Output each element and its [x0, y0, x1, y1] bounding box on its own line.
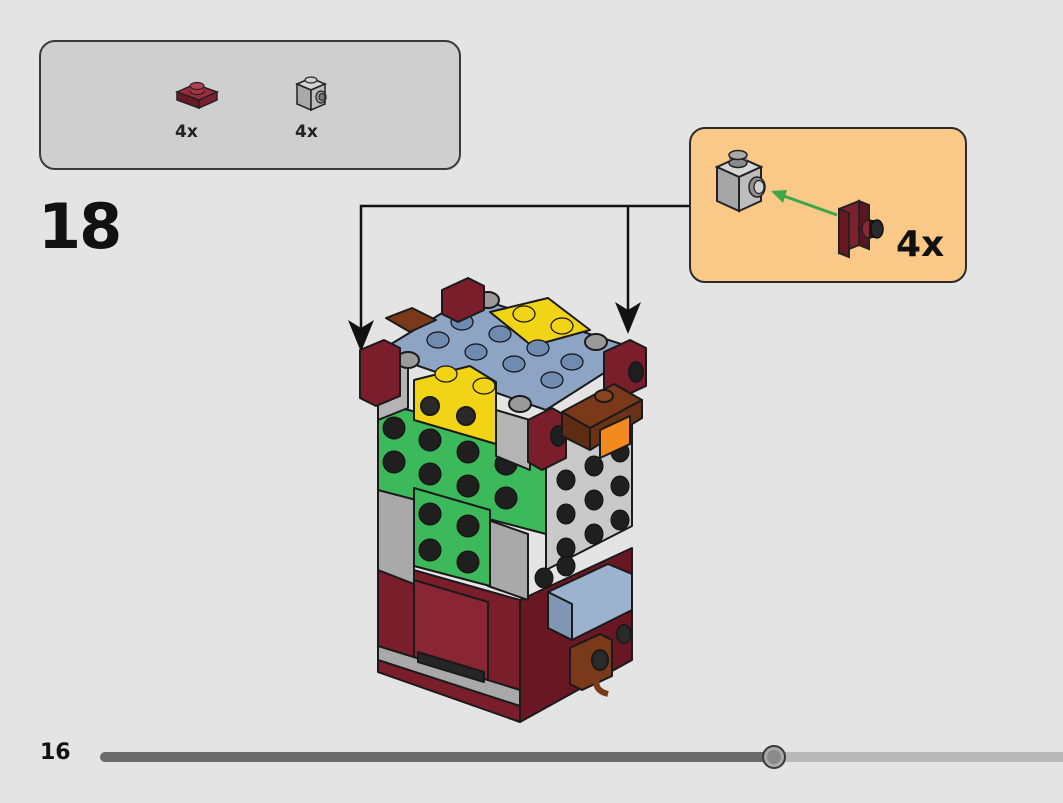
- part-quantity: 4x: [295, 122, 318, 142]
- dark-red-plate-1x1-icon: [174, 81, 220, 110]
- dark-red-plate-1x1-icon: [838, 199, 884, 259]
- step-number: 18: [38, 190, 122, 263]
- parts-list-box: 4x 4x: [39, 40, 461, 170]
- callout-quantity: 4x: [896, 224, 945, 265]
- part-quantity: 4x: [175, 122, 198, 142]
- progress-bar: [100, 745, 1063, 769]
- progress-fill: [100, 752, 775, 762]
- page-number: 16: [40, 740, 71, 765]
- light-gray-brick-with-side-stud-icon: [714, 149, 766, 213]
- placement-arrows: [348, 204, 689, 352]
- progress-knob[interactable]: [762, 745, 787, 769]
- light-gray-brick-with-side-stud-icon: [295, 76, 327, 112]
- subassembly-callout: 4x: [689, 127, 967, 283]
- brickheadz-body-assembly-icon: [359, 277, 647, 723]
- assembly-arrow-icon: [771, 190, 838, 217]
